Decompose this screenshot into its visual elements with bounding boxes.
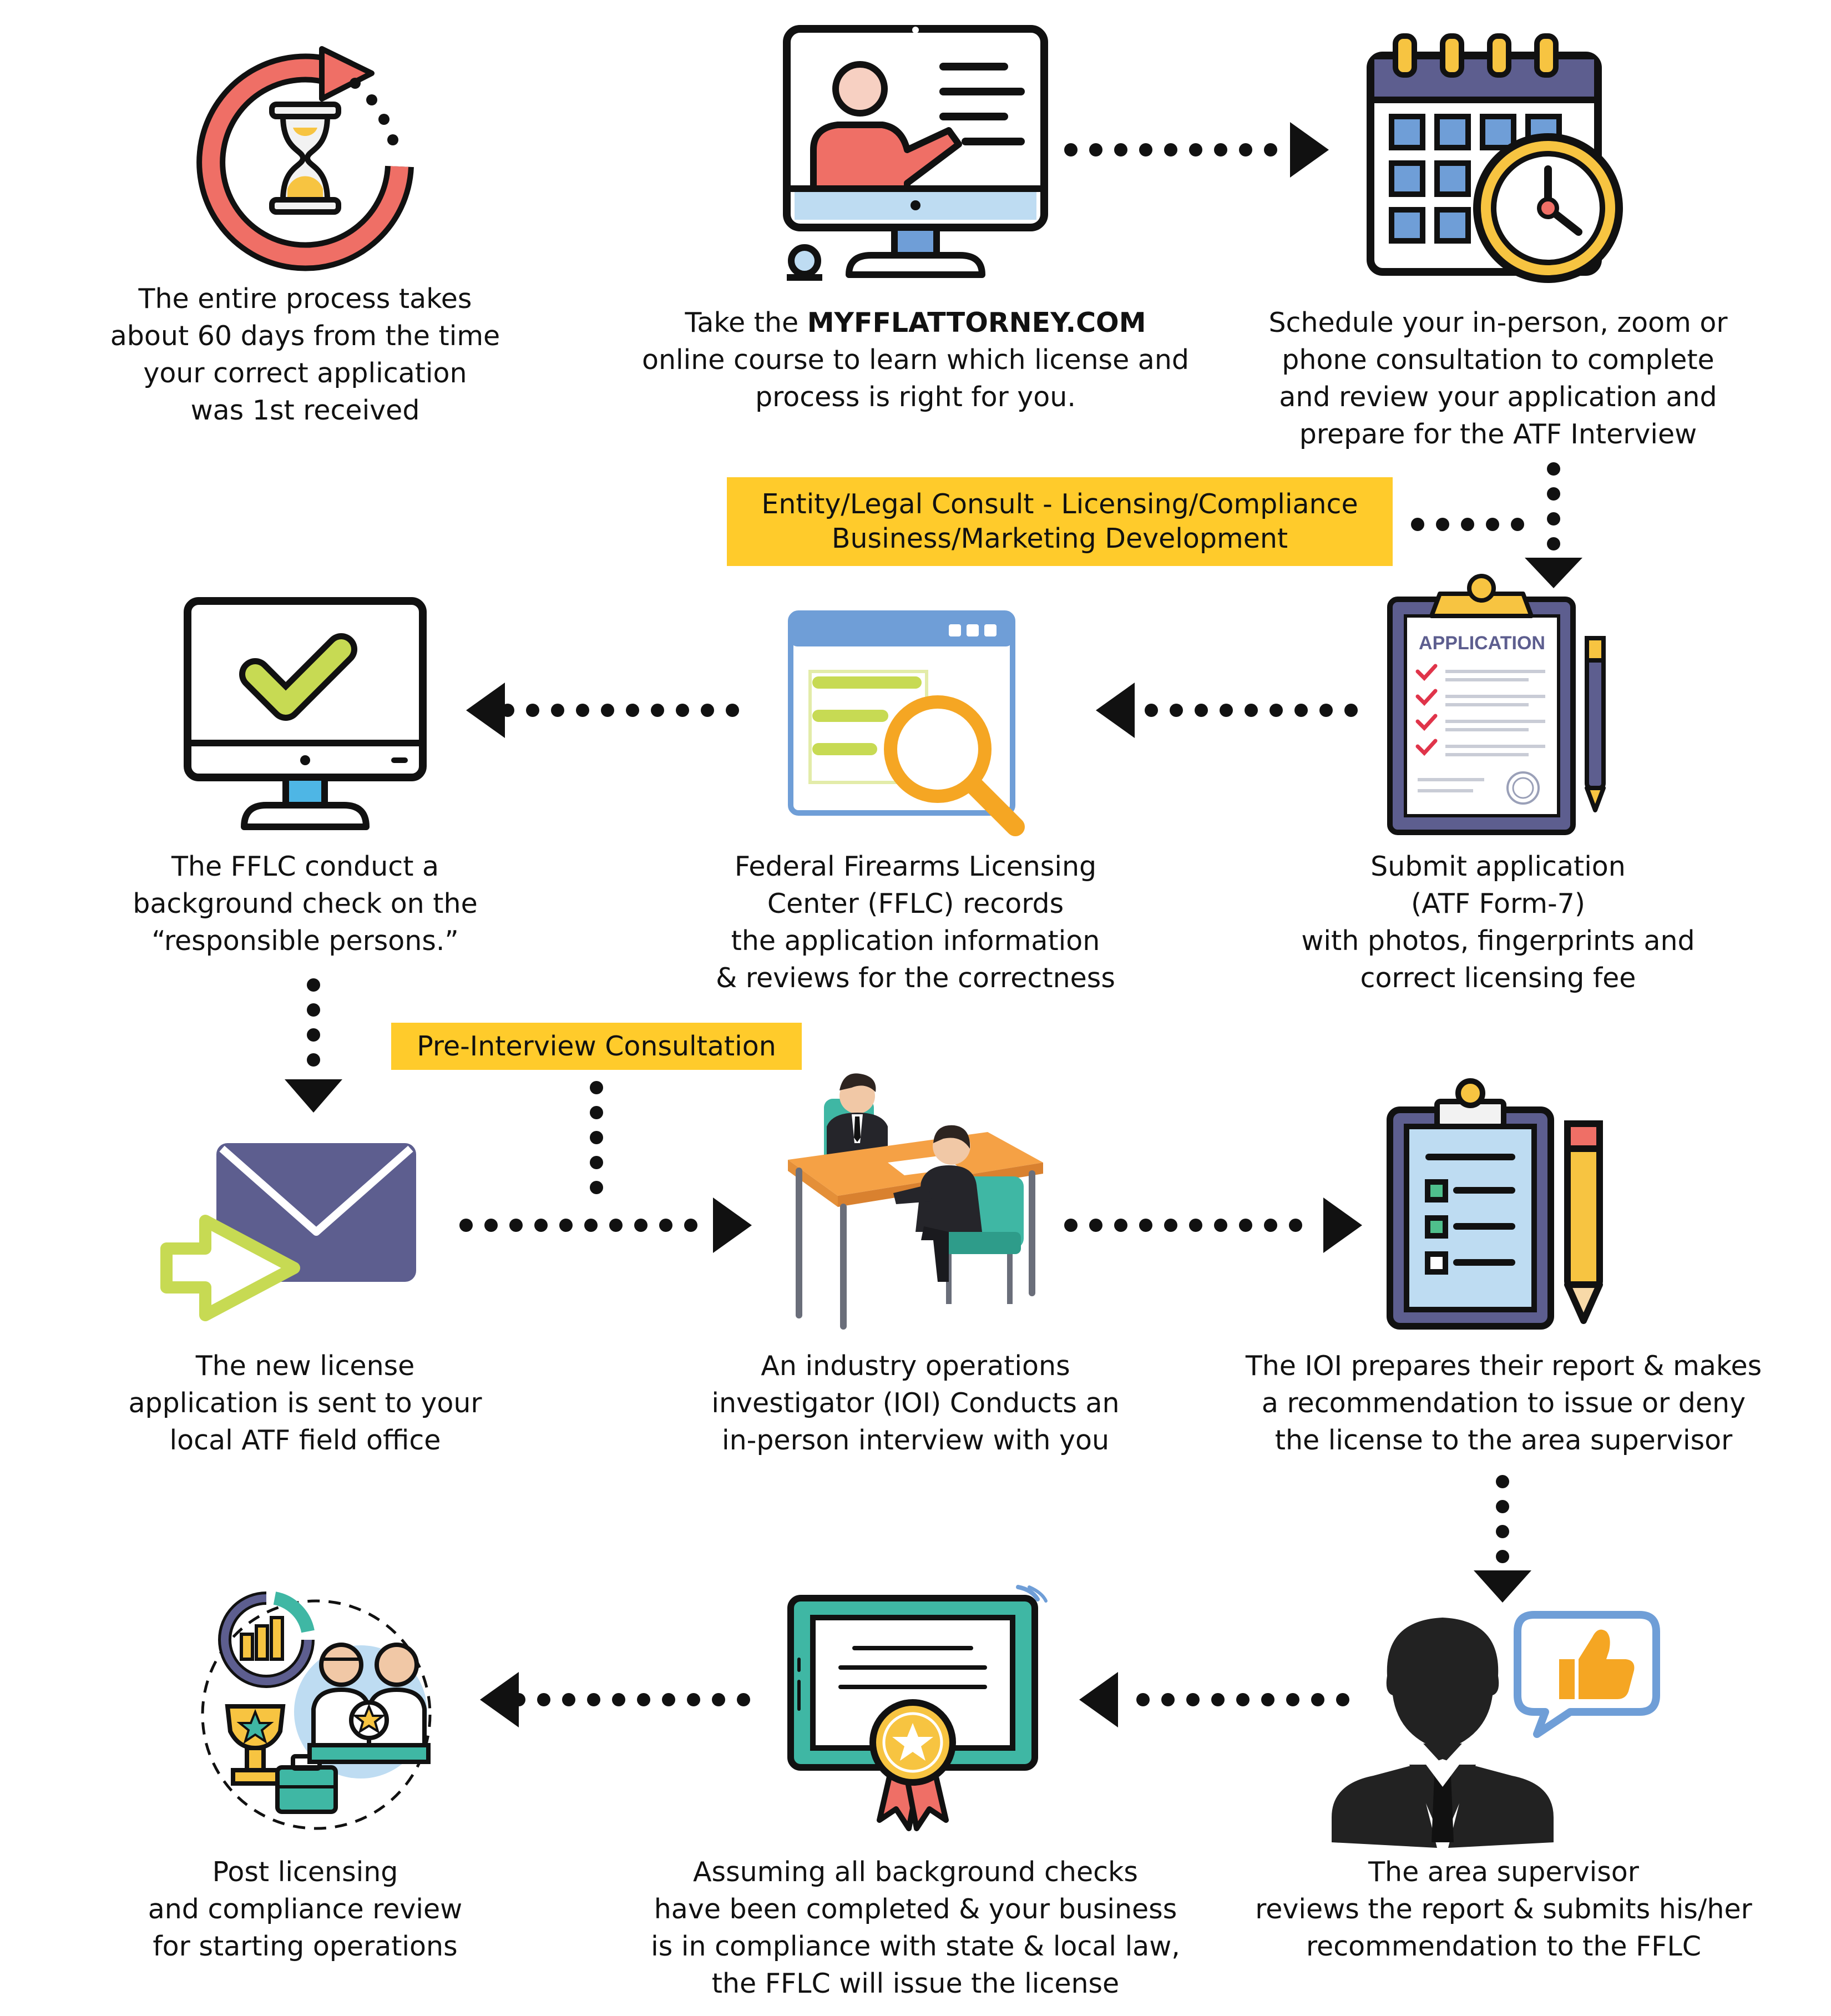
caption-line: & reviews for the correctness bbox=[716, 962, 1115, 994]
caption-line: local ATF field office bbox=[169, 1424, 441, 1456]
entity-consult-tag: Entity/Legal Consult - Licensing/Complia… bbox=[727, 477, 1393, 566]
arrow-fflc-records-to-background-check bbox=[466, 683, 739, 738]
caption-line: background check on the bbox=[133, 888, 478, 919]
step-schedule-consultation: Schedule your in-person, zoom or phone c… bbox=[1221, 304, 1776, 453]
caption-line: have been completed & your business bbox=[654, 1893, 1177, 1925]
arrow-background-check-to-field-office bbox=[285, 978, 342, 1113]
caption-line: Post licensing bbox=[212, 1856, 398, 1888]
caption-line: the FFLC will issue the license bbox=[711, 1968, 1120, 1999]
arrow-online-course-to-schedule bbox=[1064, 122, 1329, 178]
step-field-office: The new license application is sent to y… bbox=[83, 1347, 527, 1459]
caption-line: prepare for the ATF Interview bbox=[1299, 418, 1697, 450]
caption-line: reviews the report & submits his/her bbox=[1255, 1893, 1752, 1925]
caption-line: The area supervisor bbox=[1368, 1856, 1639, 1888]
arrow-ioi-report-to-supervisor bbox=[1474, 1475, 1531, 1603]
monitor-check-icon bbox=[184, 597, 427, 830]
caption-line: Assuming all background checks bbox=[693, 1856, 1138, 1888]
caption-line: a recommendation to issue or deny bbox=[1261, 1387, 1746, 1419]
caption-line: with photos, fingerprints and bbox=[1301, 925, 1695, 957]
caption-line: Federal Firearms Licensing bbox=[734, 851, 1097, 882]
caption-line: Schedule your in-person, zoom or bbox=[1268, 307, 1728, 338]
business-growth-icon bbox=[201, 1591, 432, 1830]
caption-line: correct licensing fee bbox=[1360, 962, 1636, 994]
caption-line: and review your application and bbox=[1279, 381, 1717, 413]
tag-line: Entity/Legal Consult - Licensing/Complia… bbox=[761, 488, 1358, 520]
caption-line: Take the MYFFLATTORNEY.COM bbox=[599, 304, 1232, 341]
step-online-course: Take the MYFFLATTORNEY.COM online course… bbox=[599, 304, 1232, 416]
caption-text: Take the bbox=[685, 307, 807, 338]
report-clipboard-icon bbox=[1387, 1078, 1603, 1330]
supervisor-thumbs-up-icon bbox=[1332, 1611, 1660, 1848]
arrow-field-office-to-interview bbox=[459, 1198, 752, 1253]
caption-line: was 1st received bbox=[190, 395, 420, 426]
step-license-issued: Assuming all background checks have been… bbox=[610, 1853, 1221, 2002]
caption-line: your correct application bbox=[143, 357, 467, 389]
interview-desk-icon bbox=[788, 1073, 1043, 1330]
pre-interview-consultation-tag: Pre-Interview Consultation bbox=[391, 1023, 802, 1070]
arrow-license-issue-to-post-licensing bbox=[480, 1672, 750, 1727]
caption-line: The FFLC conduct a bbox=[171, 851, 439, 882]
arrow-interview-to-ioi-report bbox=[1064, 1198, 1362, 1253]
envelope-send-icon bbox=[160, 1143, 416, 1321]
caption-line: The IOI prepares their report & makes bbox=[1245, 1350, 1762, 1382]
caption-line: The new license bbox=[195, 1350, 415, 1382]
connector-pre-interview bbox=[590, 1081, 603, 1194]
caption-line: and compliance review bbox=[148, 1893, 463, 1925]
application-header-text: APPLICATION bbox=[1419, 633, 1545, 654]
step-submit-application: Submit application (ATF Form-7) with pho… bbox=[1226, 848, 1770, 997]
caption-line: about 60 days from the time bbox=[110, 320, 500, 352]
step-ioi-interview: An industry operations investigator (IOI… bbox=[655, 1347, 1176, 1459]
caption-line: An industry operations bbox=[761, 1350, 1070, 1382]
document-search-icon bbox=[788, 610, 1025, 836]
brand-name: MYFFLATTORNEY.COM bbox=[807, 307, 1146, 338]
tag-line: Business/Marketing Development bbox=[831, 523, 1288, 554]
caption-line: phone consultation to complete bbox=[1282, 344, 1714, 376]
caption-line: Center (FFLC) records bbox=[767, 888, 1064, 919]
caption-line: recommendation to the FFLC bbox=[1306, 1931, 1701, 1962]
step-supervisor-review: The area supervisor reviews the report &… bbox=[1204, 1853, 1803, 1965]
caption-line: for starting operations bbox=[153, 1931, 458, 1962]
caption-line: investigator (IOI) Conducts an bbox=[711, 1387, 1120, 1419]
caption-line: process is right for you. bbox=[755, 381, 1076, 413]
caption-line: online course to learn which license and bbox=[641, 344, 1189, 376]
license-certificate-icon bbox=[787, 1585, 1048, 1831]
tag-line: Pre-Interview Consultation bbox=[417, 1030, 776, 1062]
caption-line: is in compliance with state & local law, bbox=[651, 1931, 1180, 1962]
caption-line: The entire process takes bbox=[138, 283, 472, 315]
arrow-supervisor-to-license-issue bbox=[1079, 1672, 1349, 1727]
caption-line: the license to the area supervisor bbox=[1274, 1424, 1733, 1456]
arrow-submit-to-fflc-records bbox=[1096, 683, 1358, 738]
step-post-licensing: Post licensing and compliance review for… bbox=[83, 1853, 527, 1965]
arrow-entity-consult-to-submit bbox=[1411, 462, 1582, 588]
step-fflc-records: Federal Firearms Licensing Center (FFLC)… bbox=[638, 848, 1193, 997]
step-ioi-report: The IOI prepares their report & makes a … bbox=[1204, 1347, 1803, 1459]
caption-line: in-person interview with you bbox=[721, 1424, 1110, 1456]
calendar-clock-icon bbox=[1367, 33, 1623, 283]
caption-line: application is sent to your bbox=[128, 1387, 482, 1419]
hourglass-cycle-icon bbox=[196, 46, 414, 271]
application-clipboard-icon: APPLICATION bbox=[1387, 574, 1606, 835]
caption-line: Submit application bbox=[1370, 851, 1626, 882]
caption-line: “responsible persons.” bbox=[151, 925, 459, 957]
caption-line: (ATF Form-7) bbox=[1411, 888, 1585, 919]
step-process-duration: The entire process takes about 60 days f… bbox=[83, 280, 527, 429]
online-course-monitor-icon bbox=[783, 25, 1048, 281]
caption-line: the application information bbox=[731, 925, 1100, 957]
step-background-check: The FFLC conduct a background check on t… bbox=[83, 848, 527, 959]
